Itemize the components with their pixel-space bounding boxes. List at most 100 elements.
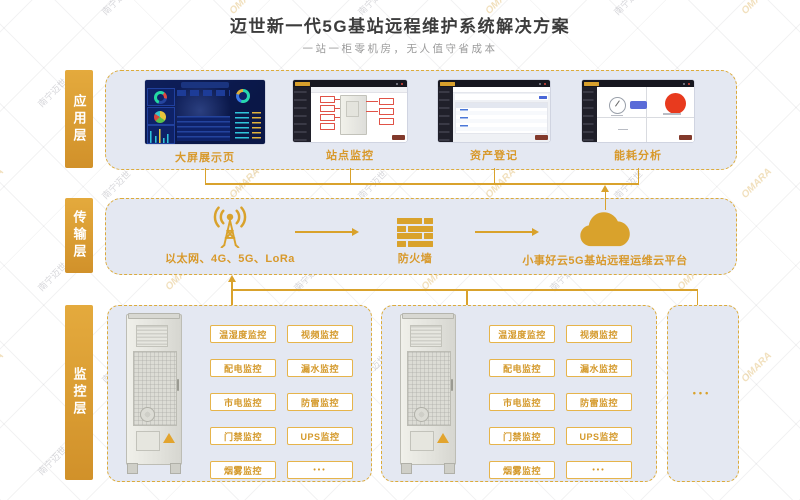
screen-label-energy-analysis: 能耗分析 — [614, 150, 662, 162]
thumb-panel — [147, 88, 175, 107]
right-arrow-icon — [352, 227, 359, 236]
page-subtitle: 一站一柜零机房，无人值守省成本 — [302, 43, 498, 55]
annotation-line — [334, 99, 340, 100]
dashboard-screenshot-thumb — [145, 80, 265, 144]
annotation-line — [366, 101, 378, 102]
screen-label-site-monitor: 站点监控 — [326, 150, 374, 162]
monitoring-chip: 配电监控 — [210, 359, 276, 377]
divider — [645, 87, 647, 142]
layer-tag-monitoring: 监控层 — [65, 305, 93, 480]
cabinet-foot — [127, 463, 138, 474]
annotation-box — [320, 114, 335, 121]
app-screen-asset-register: 资产登记 — [438, 80, 550, 163]
gauge-chart — [608, 96, 626, 114]
cabinet-fan — [139, 407, 155, 423]
connector-line — [466, 289, 468, 305]
service-badge — [392, 135, 405, 140]
brand-logo — [295, 82, 310, 86]
status-circle — [664, 92, 686, 114]
monitoring-chip: 漏水监控 — [287, 359, 353, 377]
cabinet-lower-box — [135, 431, 161, 452]
gauge-chart — [153, 91, 167, 105]
thumb-table-links — [459, 109, 468, 131]
firewall-brick — [424, 218, 433, 224]
thumb-sidebar — [438, 87, 453, 142]
flow-arrow-line — [295, 231, 353, 233]
monitoring-chip: 漏水监控 — [566, 359, 632, 377]
cabinet-handle — [177, 379, 180, 392]
transmission-node-label: 小事好云5G基站远程运维云平台 — [522, 255, 688, 267]
up-arrow-icon — [600, 185, 609, 192]
cabinet-body — [400, 313, 456, 465]
cabinet-foot — [170, 463, 181, 474]
monitoring-chip: 视频监控 — [566, 325, 632, 343]
annotation-box — [379, 108, 394, 115]
thumb-toolbar — [455, 94, 548, 100]
monitoring-chip: 门禁监控 — [210, 427, 276, 445]
connector-line — [637, 168, 639, 183]
header-dot — [682, 82, 685, 85]
layer-tag-transmission: 传输层 — [65, 198, 93, 273]
monitoring-chip-more: ••• — [566, 461, 632, 479]
firewall-brick — [397, 218, 422, 224]
monitoring-chip: 门禁监控 — [489, 427, 555, 445]
cabinet-fan — [413, 407, 429, 423]
thumb-titlebar — [181, 81, 229, 88]
connector-line — [231, 282, 233, 305]
header-dot — [400, 82, 403, 85]
header-dot — [395, 82, 398, 85]
monitoring-chip: UPS监控 — [287, 427, 353, 445]
connector-line — [604, 192, 606, 210]
connector-line — [349, 168, 351, 183]
thumb-table-header — [456, 103, 547, 108]
watermark-text-cn: 南宁迈世 — [100, 168, 133, 202]
layer-tag-application-label: 应用层 — [71, 93, 87, 145]
service-badge — [535, 135, 548, 140]
layer-tag-monitoring-label: 监控层 — [71, 367, 87, 418]
cabinet-lower-box — [409, 431, 435, 452]
energy-analysis-screenshot-thumb — [582, 80, 694, 142]
monitoring-chip-more: ••• — [287, 461, 353, 479]
watermark-text-en: OMARA — [739, 166, 775, 201]
watermark-text-cn: 南宁迈世 — [356, 168, 389, 202]
cabinet-door — [406, 350, 454, 426]
thumb-table — [177, 115, 231, 142]
cabinet-photo — [340, 95, 367, 135]
app-screen-site-monitor: 站点监控 — [293, 80, 407, 163]
thumb-header — [438, 80, 550, 87]
header-dot — [543, 82, 546, 85]
annotation-box — [379, 98, 394, 105]
monitoring-chip: 烟雾监控 — [210, 461, 276, 479]
annotation-box — [379, 118, 394, 125]
site-monitor-screenshot-thumb — [293, 80, 407, 142]
firewall-brick — [408, 240, 433, 247]
right-arrow-icon — [532, 227, 539, 236]
app-screen-energy-analysis: 能耗分析 — [582, 80, 694, 163]
warning-triangle-icon — [436, 432, 449, 443]
annotation-line — [334, 108, 340, 109]
thumb-content — [597, 87, 694, 142]
annotation-line — [366, 111, 378, 112]
cabinet-handle — [451, 379, 454, 392]
monitoring-chip: 市电监控 — [210, 393, 276, 411]
annotation-box — [320, 96, 335, 103]
monitoring-chip: 视频监控 — [287, 325, 353, 343]
outdoor-cabinet-photo — [122, 313, 186, 474]
monitoring-chip: 防雷监控 — [287, 393, 353, 411]
monitoring-box-more — [667, 305, 739, 482]
cabinet-foot — [401, 463, 412, 474]
divider — [597, 117, 694, 119]
more-cabinets-ellipsis: ••• — [692, 387, 712, 398]
firewall-icon — [397, 218, 433, 247]
firewall-brick — [424, 233, 433, 239]
thumb-tabbar — [311, 87, 407, 93]
thumb-kpi-row — [177, 90, 231, 96]
cabinet-vent — [409, 325, 442, 347]
header-dot — [538, 82, 541, 85]
cabinet-cap — [402, 313, 454, 319]
connector-line — [204, 168, 206, 183]
monitoring-chip: 防雷监控 — [566, 393, 632, 411]
cabinet-cap — [128, 313, 180, 319]
